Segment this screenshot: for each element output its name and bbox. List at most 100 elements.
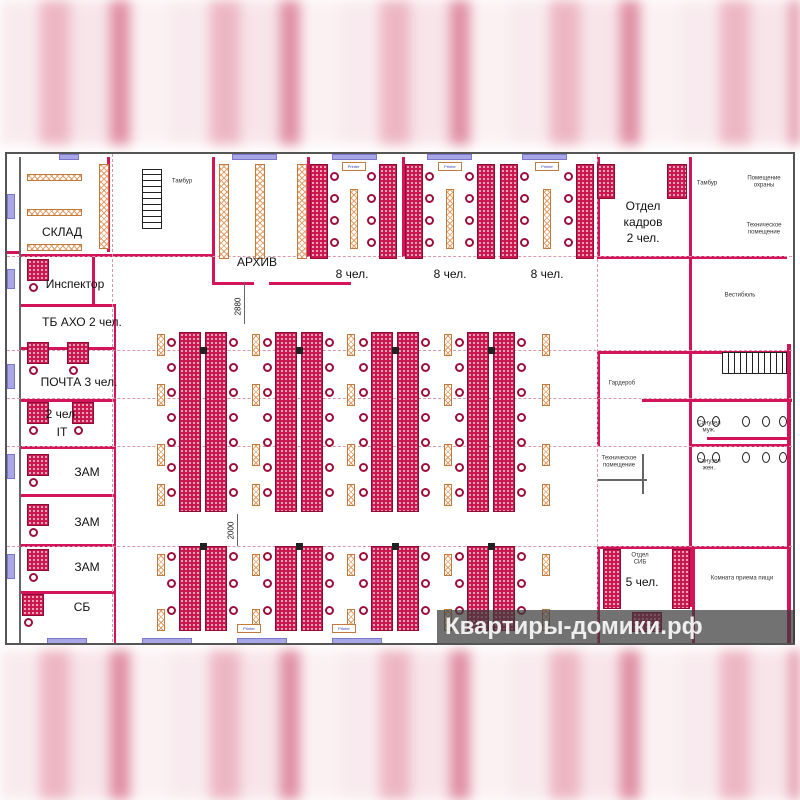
room-label-sib-count: 5 чел. bbox=[625, 575, 659, 589]
chair bbox=[455, 363, 464, 372]
shelf bbox=[157, 609, 165, 631]
room-label-office-1: 8 чел. bbox=[335, 267, 369, 281]
shelf bbox=[444, 554, 452, 576]
chair bbox=[167, 413, 176, 422]
chair bbox=[29, 283, 38, 292]
wall bbox=[19, 446, 114, 449]
desk bbox=[67, 342, 89, 364]
chair bbox=[263, 388, 272, 397]
shelf bbox=[157, 334, 165, 356]
desk-cluster bbox=[493, 546, 515, 631]
chair bbox=[465, 172, 474, 181]
chair bbox=[465, 216, 474, 225]
wall bbox=[19, 304, 114, 307]
column bbox=[296, 543, 303, 550]
shelf bbox=[543, 189, 551, 249]
chair bbox=[455, 463, 464, 472]
chair bbox=[517, 488, 526, 497]
chair bbox=[263, 438, 272, 447]
chair bbox=[229, 338, 238, 347]
chair bbox=[229, 579, 238, 588]
chair bbox=[564, 194, 573, 203]
chair bbox=[421, 579, 430, 588]
chair bbox=[421, 463, 430, 472]
desk bbox=[27, 504, 49, 526]
chair bbox=[325, 438, 334, 447]
chair bbox=[69, 366, 78, 375]
printer-icon: Printer bbox=[341, 162, 366, 171]
shelf bbox=[542, 554, 550, 576]
toilet-icon bbox=[712, 416, 720, 427]
chair bbox=[455, 488, 464, 497]
desk-cluster bbox=[379, 164, 397, 259]
chair bbox=[425, 216, 434, 225]
desk-cluster bbox=[397, 546, 419, 631]
chair bbox=[455, 388, 464, 397]
wall bbox=[7, 251, 19, 254]
desk-cluster bbox=[500, 164, 518, 259]
toilet-icon bbox=[779, 416, 787, 427]
wall bbox=[597, 351, 787, 354]
toilet-icon bbox=[779, 452, 787, 463]
dimension-label: 2000 bbox=[226, 521, 236, 540]
column bbox=[392, 347, 399, 354]
shelf bbox=[99, 164, 109, 249]
chair bbox=[167, 338, 176, 347]
desk bbox=[27, 342, 49, 364]
chair bbox=[29, 528, 38, 537]
dimension-label: 2880 bbox=[233, 297, 243, 316]
room-label-sb: СБ bbox=[73, 600, 91, 614]
chair bbox=[24, 618, 33, 627]
chair bbox=[359, 579, 368, 588]
chair bbox=[167, 438, 176, 447]
toilet-icon bbox=[697, 416, 705, 427]
chair bbox=[359, 363, 368, 372]
shelf bbox=[542, 484, 550, 506]
chair bbox=[229, 606, 238, 615]
chair bbox=[167, 552, 176, 561]
window bbox=[427, 154, 472, 160]
desk-cluster bbox=[576, 164, 594, 259]
staircase bbox=[142, 169, 162, 229]
desk bbox=[27, 402, 49, 424]
shelf bbox=[252, 444, 260, 466]
desk-cluster bbox=[301, 546, 323, 631]
window bbox=[7, 454, 15, 479]
chair bbox=[29, 426, 38, 435]
desk bbox=[27, 259, 49, 281]
desk-cluster bbox=[477, 164, 495, 259]
wall bbox=[19, 347, 114, 350]
chair bbox=[455, 552, 464, 561]
desk bbox=[667, 164, 687, 199]
desk bbox=[72, 402, 94, 424]
room-label-pochta: ПОЧТА 3 чел. bbox=[40, 375, 118, 389]
chair bbox=[167, 463, 176, 472]
room-label-tambur: Тамбур bbox=[696, 180, 718, 187]
window bbox=[47, 638, 87, 643]
window bbox=[332, 638, 382, 643]
chair bbox=[325, 488, 334, 497]
wall bbox=[689, 157, 692, 607]
chair bbox=[263, 413, 272, 422]
shelf bbox=[157, 384, 165, 406]
wall bbox=[689, 444, 789, 447]
column bbox=[296, 347, 303, 354]
chair bbox=[421, 488, 430, 497]
wall bbox=[19, 494, 114, 497]
chair bbox=[564, 216, 573, 225]
chair bbox=[425, 238, 434, 247]
wall bbox=[307, 157, 310, 257]
column bbox=[200, 347, 207, 354]
chair bbox=[167, 388, 176, 397]
desk-cluster bbox=[275, 546, 297, 631]
wall bbox=[92, 257, 95, 307]
shelf bbox=[444, 384, 452, 406]
chair bbox=[229, 413, 238, 422]
window bbox=[7, 194, 15, 219]
chair bbox=[229, 463, 238, 472]
chair bbox=[455, 579, 464, 588]
wall bbox=[597, 546, 600, 643]
chair bbox=[425, 172, 434, 181]
desk bbox=[22, 594, 44, 616]
desk bbox=[672, 549, 690, 609]
